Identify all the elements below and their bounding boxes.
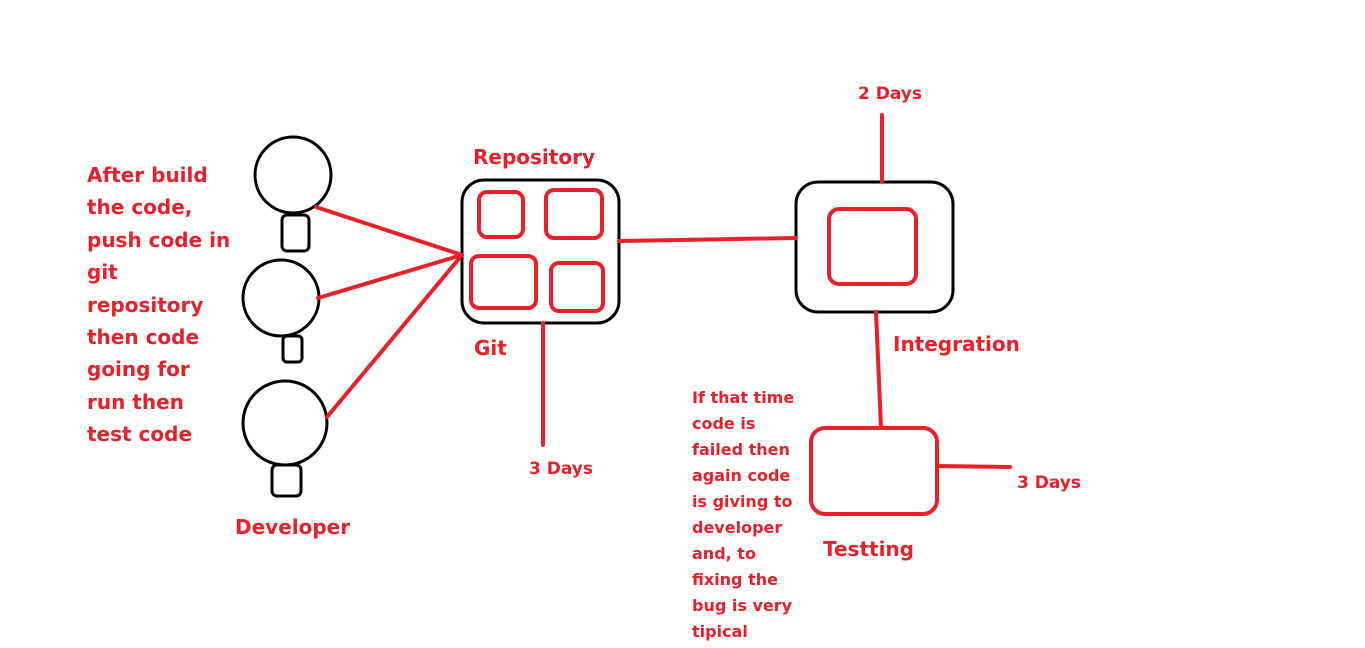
failure-note-line: and, to <box>692 544 756 563</box>
developer-body-1 <box>280 213 311 253</box>
developer-note: After build the code, push code in git r… <box>87 159 230 451</box>
git-duration-label: 3 Days <box>529 459 594 479</box>
developer-head-1 <box>253 135 333 215</box>
developer-note-line: run then <box>87 389 184 414</box>
testing-label: Testting <box>823 537 914 561</box>
failure-note-line: again code <box>692 466 791 485</box>
developer-body-2 <box>281 334 304 364</box>
failure-note-line: If that time <box>692 388 795 407</box>
testing-box <box>809 426 939 516</box>
testing-duration-line <box>935 464 1012 469</box>
developer-3-to-repo-line <box>325 253 464 419</box>
developer-note-line: going for <box>87 357 190 382</box>
repository-label: Repository <box>473 145 595 169</box>
failure-note-line: bug is very <box>692 596 793 615</box>
integration-duration-label: 2 Days <box>858 84 923 104</box>
repository-box <box>460 178 621 325</box>
integration-label: Integration <box>893 332 1020 356</box>
developer-note-line: After build <box>87 163 208 187</box>
failure-note: If that time code is failed then again c… <box>692 385 794 645</box>
developer-note-line: then code <box>87 325 200 350</box>
integration-to-testing-line <box>874 310 883 430</box>
git-label: Git <box>474 336 507 360</box>
developer-head-2 <box>241 258 321 338</box>
failure-note-line: tipical <box>692 622 748 641</box>
integration-inner-block <box>827 207 918 286</box>
developer-note-line: test code <box>87 422 193 447</box>
developer-label: Developer <box>235 515 351 539</box>
developer-note-line: the code, <box>87 195 193 220</box>
developer-1-to-repo-line <box>314 205 464 257</box>
repository-block-3 <box>469 254 538 310</box>
developer-2-to-repo-line <box>316 253 464 300</box>
developer-body-3 <box>270 463 303 498</box>
developer-note-line: push code in <box>87 227 231 252</box>
developer-head-3 <box>241 379 329 467</box>
developer-note-line: repository <box>87 292 204 317</box>
developer-note-line: git <box>87 260 118 285</box>
repo-to-integration-line <box>617 236 798 243</box>
failure-note-line: developer <box>692 518 783 537</box>
failure-note-line: failed then <box>692 440 790 459</box>
repository-block-2 <box>544 188 604 240</box>
failure-note-line: code is <box>692 414 756 433</box>
failure-note-line: is giving to <box>692 492 793 511</box>
failure-note-line: fixing the <box>692 570 778 589</box>
integration-box <box>794 180 955 314</box>
testing-duration-label: 3 Days <box>1017 473 1082 493</box>
repository-block-1 <box>477 190 525 239</box>
repository-block-4 <box>549 261 605 313</box>
